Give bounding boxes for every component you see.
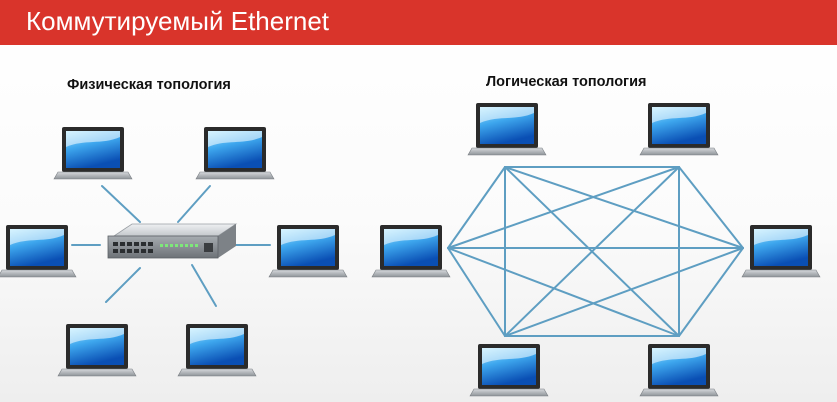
physical-laptop-icon: [57, 324, 137, 377]
logical-laptop-icon: [467, 103, 547, 156]
physical-link: [101, 185, 141, 223]
mesh-link: [447, 247, 680, 337]
physical-laptop-icon: [177, 324, 257, 377]
physical-laptop-icon: [195, 127, 275, 180]
logical-mesh-links: [447, 166, 744, 337]
mesh-link: [447, 247, 506, 337]
slide-title: Коммутируемый Ethernet: [26, 6, 330, 36]
logical-topology-label: Логическая топология: [486, 74, 647, 90]
physical-topology-label: Физическая топология: [67, 77, 231, 93]
physical-laptop-icon: [53, 127, 133, 180]
logical-laptop-icon: [371, 225, 451, 278]
physical-link: [191, 264, 217, 307]
title-bar: Коммутируемый Ethernet: [0, 0, 837, 45]
logical-laptop-icon: [639, 344, 719, 397]
mesh-link: [504, 247, 744, 337]
physical-link: [105, 267, 141, 303]
logical-laptop-icon: [639, 103, 719, 156]
mesh-link: [504, 166, 680, 337]
mesh-link: [447, 166, 506, 249]
logical-laptop-icon: [469, 344, 549, 397]
logical-laptop-icon: [741, 225, 821, 278]
physical-link: [177, 185, 211, 223]
mesh-link: [447, 166, 680, 249]
physical-laptop-icon: [0, 225, 77, 278]
mesh-link: [678, 166, 744, 249]
physical-laptop-icon: [268, 225, 348, 278]
mesh-link: [504, 166, 744, 249]
physical-links: [71, 185, 271, 307]
mesh-link: [678, 247, 744, 337]
network-switch-icon: [107, 223, 238, 259]
